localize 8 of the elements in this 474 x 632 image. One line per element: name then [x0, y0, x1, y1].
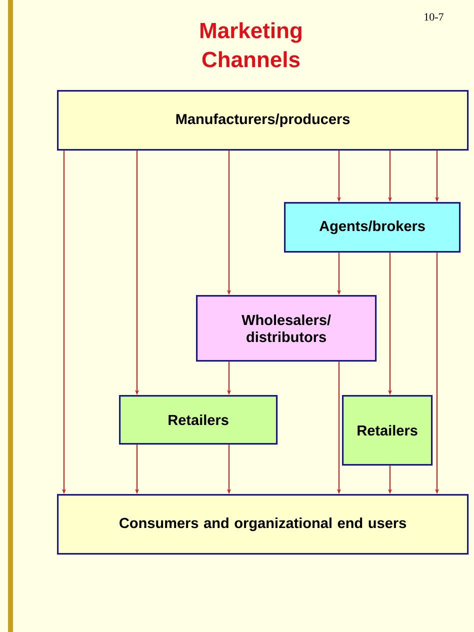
title: Marketing Channels — [200, 22, 302, 68]
channel-box: Consumers and organizational end users — [57, 494, 469, 555]
page-number: 10-7 — [424, 13, 444, 21]
channel-box: Agents/brokers — [284, 202, 461, 253]
channel-box: Wholesalers/ distributors — [196, 295, 377, 362]
channel-box: Retailers — [119, 395, 278, 445]
channel-box: Manufacturers/producers — [57, 90, 469, 151]
channel-box: Retailers — [342, 395, 433, 466]
